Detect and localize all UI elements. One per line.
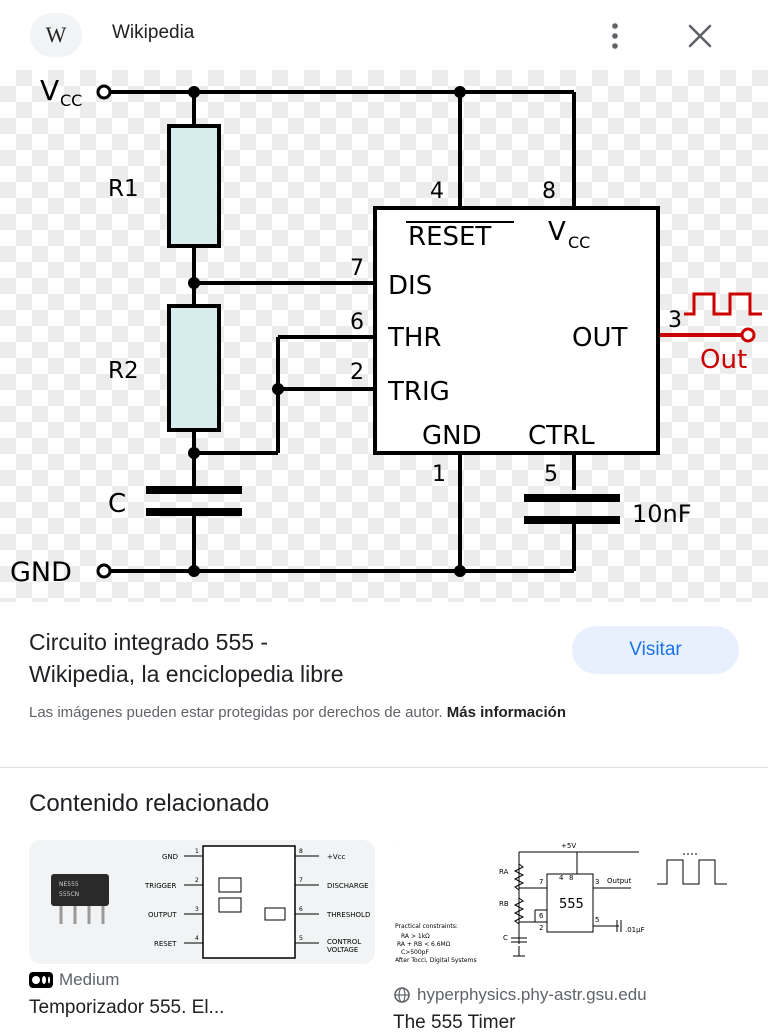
card2-c: C xyxy=(503,934,508,942)
card1-pin7: 7 xyxy=(299,877,303,884)
card2-p2: 2 xyxy=(539,924,543,932)
related-card-2-image[interactable]: 555 +5V Output RA RB C .01μF Practical c… xyxy=(391,840,739,964)
image-preview[interactable]: V CC GND R1 R2 C 10nF Out 4 8 7 6 2 3 1 … xyxy=(0,70,768,602)
r2-label: R2 xyxy=(108,358,139,384)
logo-letter: W xyxy=(45,22,67,47)
card2-c3: C>500pF xyxy=(401,949,429,956)
medium-logo-icon xyxy=(29,972,53,988)
card2-p7: 7 xyxy=(539,878,543,886)
vcc-sub-label: CC xyxy=(60,91,82,110)
more-info-link[interactable]: Más información xyxy=(446,704,566,721)
out-terminal xyxy=(740,327,756,343)
card2-source[interactable]: hyperphysics.phy-astr.gsu.edu xyxy=(393,985,647,1005)
pin-7-label: 7 xyxy=(350,256,364,281)
card1-threshold: THRESHOLD xyxy=(326,911,370,919)
card2-constraints: Practical constraints: xyxy=(395,923,458,930)
chip-mark-1: NE555 xyxy=(59,881,79,888)
result-title-line1: Circuito integrado 555 - xyxy=(29,629,269,655)
card2-title[interactable]: The 555 Timer xyxy=(393,1012,516,1033)
top-bar: W Wikipedia xyxy=(0,0,768,70)
result-title[interactable]: Circuito integrado 555 - Wikipedia, la e… xyxy=(29,626,549,690)
copyright-notice: Las imágenes pueden estar protegidas por… xyxy=(29,702,729,724)
card2-ra: RA xyxy=(499,868,509,876)
globe-icon xyxy=(394,987,410,1003)
card2-rb: RB xyxy=(499,900,509,908)
pin-5-label: 5 xyxy=(544,462,558,487)
pin-4-label: 4 xyxy=(430,179,444,204)
chip-gnd-label: GND xyxy=(422,421,482,451)
vcc-terminal xyxy=(96,84,112,100)
c-label: C xyxy=(108,489,126,519)
card2-p4: 4 xyxy=(559,874,564,882)
copyright-text: Las imágenes pueden estar protegidas por… xyxy=(29,704,443,721)
vcc-label: V xyxy=(40,74,59,107)
more-vert-icon[interactable] xyxy=(600,18,630,54)
card1-control: CONTROL xyxy=(327,938,361,946)
card1-trigger: TRIGGER xyxy=(144,882,176,890)
chip-reset-label: RESET xyxy=(408,222,491,252)
chip-vcc-sub-label: CC xyxy=(568,233,590,252)
card1-pin5: 5 xyxy=(299,935,303,942)
chip-mark-2: 555CN xyxy=(59,891,79,898)
card1-source-label: Medium xyxy=(59,970,120,989)
card1-title[interactable]: Temporizador 555. El... xyxy=(29,997,225,1018)
close-icon[interactable] xyxy=(680,16,720,56)
card2-source-label: hyperphysics.phy-astr.gsu.edu xyxy=(417,985,647,1004)
pin-2-label: 2 xyxy=(350,360,364,385)
card2-c1: RA > 1kΩ xyxy=(401,933,430,940)
wikipedia-logo-icon[interactable]: W xyxy=(30,13,82,57)
card2-credit: After Tocci, Digital Systems xyxy=(395,957,477,964)
card1-vcc: +Vcc xyxy=(327,853,346,861)
card1-pin3: 3 xyxy=(195,906,199,913)
circuit-diagram: V CC GND R1 R2 C 10nF Out 4 8 7 6 2 3 1 … xyxy=(10,74,762,588)
r1-label: R1 xyxy=(108,176,139,202)
chip-thr-label: THR xyxy=(387,323,442,353)
card2-p6: 6 xyxy=(539,912,544,920)
card1-voltage: VOLTAGE xyxy=(327,946,358,954)
card2-p5: 5 xyxy=(595,916,599,924)
card1-discharge: DISCHARGE xyxy=(327,882,369,890)
divider xyxy=(0,767,768,768)
card1-output: OUTPUT xyxy=(148,911,177,919)
pin-3-label: 3 xyxy=(668,308,682,333)
chip-out-label: OUT xyxy=(572,323,627,353)
card1-pin4: 4 xyxy=(195,935,199,942)
cap-value-label: 10nF xyxy=(632,500,692,528)
card2-p8: 8 xyxy=(569,874,573,882)
chip-ctrl-label: CTRL xyxy=(528,421,595,451)
card2-output: Output xyxy=(607,877,632,885)
card1-reset: RESET xyxy=(154,940,177,948)
result-title-line2: Wikipedia, la enciclopedia libre xyxy=(29,661,344,687)
resistor-r2 xyxy=(167,304,221,432)
pin-6-label: 6 xyxy=(350,310,364,335)
card2-cap: .01μF xyxy=(625,926,645,934)
related-heading: Contenido relacionado xyxy=(29,790,270,817)
card1-pin8: 8 xyxy=(299,848,303,855)
card1-gnd: GND xyxy=(162,853,178,861)
card1-pin6: 6 xyxy=(299,906,303,913)
chip-vcc-label: V xyxy=(548,217,566,247)
site-name[interactable]: Wikipedia xyxy=(112,22,195,43)
card1-pin1: 1 xyxy=(195,848,199,855)
card2-p3: 3 xyxy=(595,878,599,886)
gnd-label: GND xyxy=(10,557,72,588)
card2-vplus: +5V xyxy=(561,842,576,850)
visit-button[interactable]: Visitar xyxy=(572,626,739,674)
pin-8-label: 8 xyxy=(542,179,556,204)
square-wave-icon xyxy=(684,292,762,316)
pin-1-label: 1 xyxy=(432,462,446,487)
gnd-terminal xyxy=(96,563,112,579)
out-label: Out xyxy=(700,345,747,375)
related-card-1-image[interactable]: NE555 555CN GND TRIGGER OUTPUT RESET +Vc… xyxy=(29,840,375,964)
card1-pin2: 2 xyxy=(195,877,199,884)
chip-dis-label: DIS xyxy=(388,271,432,301)
chip-trig-label: TRIG xyxy=(387,377,450,407)
card2-chip-label: 555 xyxy=(559,897,584,912)
resistor-r1 xyxy=(167,124,221,248)
card1-source[interactable]: Medium xyxy=(29,970,119,990)
card2-c2: RA + RB < 6.6MΩ xyxy=(397,941,451,948)
